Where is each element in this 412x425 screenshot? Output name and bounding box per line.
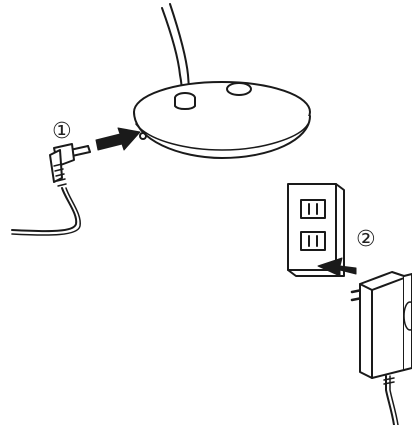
lamp-base-side [133,111,311,159]
step-1-marker: ① [52,119,72,144]
dc-jack [139,132,147,140]
arrow-to-outlet [317,257,357,277]
wall-outlet [287,183,345,277]
upper-socket [300,199,326,219]
arrow-to-lamp [95,127,141,151]
lamp-neck [161,7,183,96]
step-2-marker: ② [356,227,376,252]
desk-lamp [133,3,311,159]
adapter-cord [385,375,395,425]
plug-cord [11,187,78,233]
lower-socket [300,231,326,251]
lamp-switch-button [226,82,252,96]
dc-plug [11,143,91,236]
ac-adapter [350,271,412,425]
lamp-neck-inner [169,3,190,96]
outlet-plate [287,183,337,271]
